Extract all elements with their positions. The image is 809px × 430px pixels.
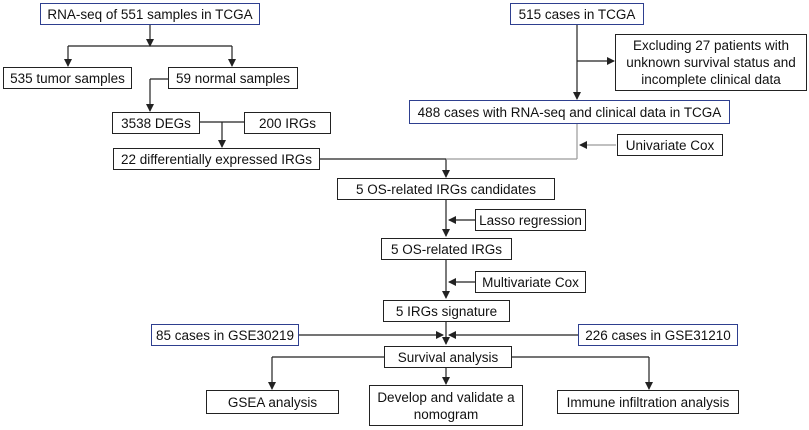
node-cases-488: 488 cases with RNA-seq and clinical data… [409, 100, 730, 124]
node-univariate-cox: Univariate Cox [617, 134, 723, 156]
node-nomogram: Develop and validate a nomogram [369, 385, 523, 426]
node-multivariate-cox: Multivariate Cox [475, 271, 586, 293]
node-irgs-200: 200 IRGs [244, 112, 331, 134]
node-tumor-samples: 535 tumor samples [3, 67, 132, 89]
node-signature: 5 IRGs signature [383, 300, 510, 322]
node-survival: Survival analysis [384, 346, 512, 368]
node-gsea: GSEA analysis [206, 390, 339, 414]
node-os-irgs: 5 OS-related IRGs [381, 238, 512, 260]
node-excluding-27: Excluding 27 patients with unknown survi… [615, 34, 807, 91]
node-gse30219: 85 cases in GSE30219 [151, 324, 299, 346]
node-gse31210: 226 cases in GSE31210 [578, 324, 738, 346]
node-cases-515: 515 cases in TCGA [510, 3, 644, 25]
node-lasso: Lasso regression [475, 209, 586, 231]
node-rna-seq-551: RNA-seq of 551 samples in TCGA [40, 3, 260, 25]
node-degs: 3538 DEGs [112, 112, 200, 134]
node-normal-samples: 59 normal samples [168, 67, 298, 89]
node-immune: Immune infiltration analysis [557, 390, 739, 414]
node-de-irgs-22: 22 differentially expressed IRGs [113, 148, 320, 170]
node-os-candidates: 5 OS-related IRGs candidates [337, 178, 555, 200]
